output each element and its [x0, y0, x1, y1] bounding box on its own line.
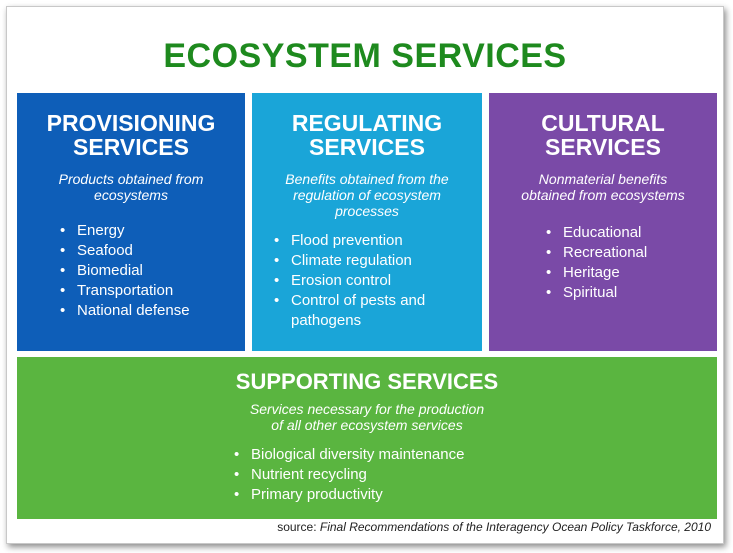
provisioning-services-box: PROVISIONING SERVICES Products obtained … — [17, 93, 245, 351]
list-item-continuation: pathogens — [291, 312, 362, 329]
cultural-desc-line2: obtained from ecosystems — [521, 187, 685, 203]
provisioning-list: Energy Seafood Biomedial Transportation … — [60, 221, 245, 321]
list-item: Primary productivity — [234, 485, 464, 505]
regulating-desc-line3: processes — [335, 203, 399, 219]
provisioning-heading-line2: SERVICES — [73, 134, 189, 160]
source-year: , 2010 — [677, 520, 711, 534]
regulating-heading: REGULATING SERVICES — [252, 111, 482, 159]
diagram-title: ECOSYSTEM SERVICES — [163, 37, 567, 75]
cultural-description: Nonmaterial benefits obtained from ecosy… — [499, 171, 707, 203]
supporting-list: Biological diversity maintenance Nutrien… — [234, 445, 464, 505]
list-item: Energy — [60, 221, 245, 241]
regulating-services-box: REGULATING SERVICES Benefits obtained fr… — [252, 93, 482, 351]
regulating-heading-line1: REGULATING — [291, 110, 443, 136]
supporting-services-box: SUPPORTING SERVICES Services necessary f… — [17, 357, 717, 519]
list-item: Educational — [546, 223, 717, 243]
provisioning-description: Products obtained from ecosystems — [27, 171, 235, 203]
cultural-heading-line1: CULTURAL — [541, 110, 665, 136]
supporting-heading: SUPPORTING SERVICES — [235, 369, 499, 394]
cultural-list: Educational Recreational Heritage Spirit… — [546, 223, 717, 303]
supporting-desc-line2: of all other ecosystem services — [271, 417, 463, 433]
cultural-heading: CULTURAL SERVICES — [489, 111, 717, 159]
regulating-description: Benefits obtained from the regulation of… — [262, 171, 472, 219]
diagram-frame: ECOSYSTEM SERVICES PROVISIONING SERVICES… — [6, 6, 724, 544]
list-item: Erosion control — [274, 271, 482, 291]
list-item: Spiritual — [546, 283, 717, 303]
source-prefix: source: — [277, 520, 320, 534]
provisioning-heading-line1: PROVISIONING — [46, 110, 216, 136]
provisioning-desc-line2: ecosystems — [94, 187, 168, 203]
list-item: Control of pests and — [274, 291, 482, 311]
source-caption: source: Final Recommendations of the Int… — [277, 520, 711, 534]
regulating-desc-line2: regulation of ecosystem — [293, 187, 441, 203]
cultural-services-box: CULTURAL SERVICES Nonmaterial benefits o… — [489, 93, 717, 351]
provisioning-heading: PROVISIONING SERVICES — [17, 111, 245, 159]
provisioning-desc-line1: Products obtained from — [58, 171, 204, 187]
list-item: Biological diversity maintenance — [234, 445, 464, 465]
list-item: Nutrient recycling — [234, 465, 464, 485]
regulating-list: Flood prevention Climate regulation Eros… — [274, 231, 482, 331]
list-item: Transportation — [60, 281, 245, 301]
supporting-desc-line1: Services necessary for the production — [249, 401, 485, 417]
list-item: Flood prevention — [274, 231, 482, 251]
supporting-description: Services necessary for the production of… — [17, 401, 717, 433]
list-item: Climate regulation — [274, 251, 482, 271]
cultural-heading-line2: SERVICES — [545, 134, 661, 160]
list-item: Seafood — [60, 241, 245, 261]
regulating-heading-line2: SERVICES — [309, 134, 425, 160]
list-item: Heritage — [546, 263, 717, 283]
cultural-desc-line1: Nonmaterial benefits — [538, 171, 668, 187]
list-item: Recreational — [546, 243, 717, 263]
list-item: National defense — [60, 301, 245, 321]
source-citation: Final Recommendations of the Interagency… — [319, 520, 678, 534]
regulating-desc-line1: Benefits obtained from the — [285, 171, 449, 187]
list-item: Biomedial — [60, 261, 245, 281]
